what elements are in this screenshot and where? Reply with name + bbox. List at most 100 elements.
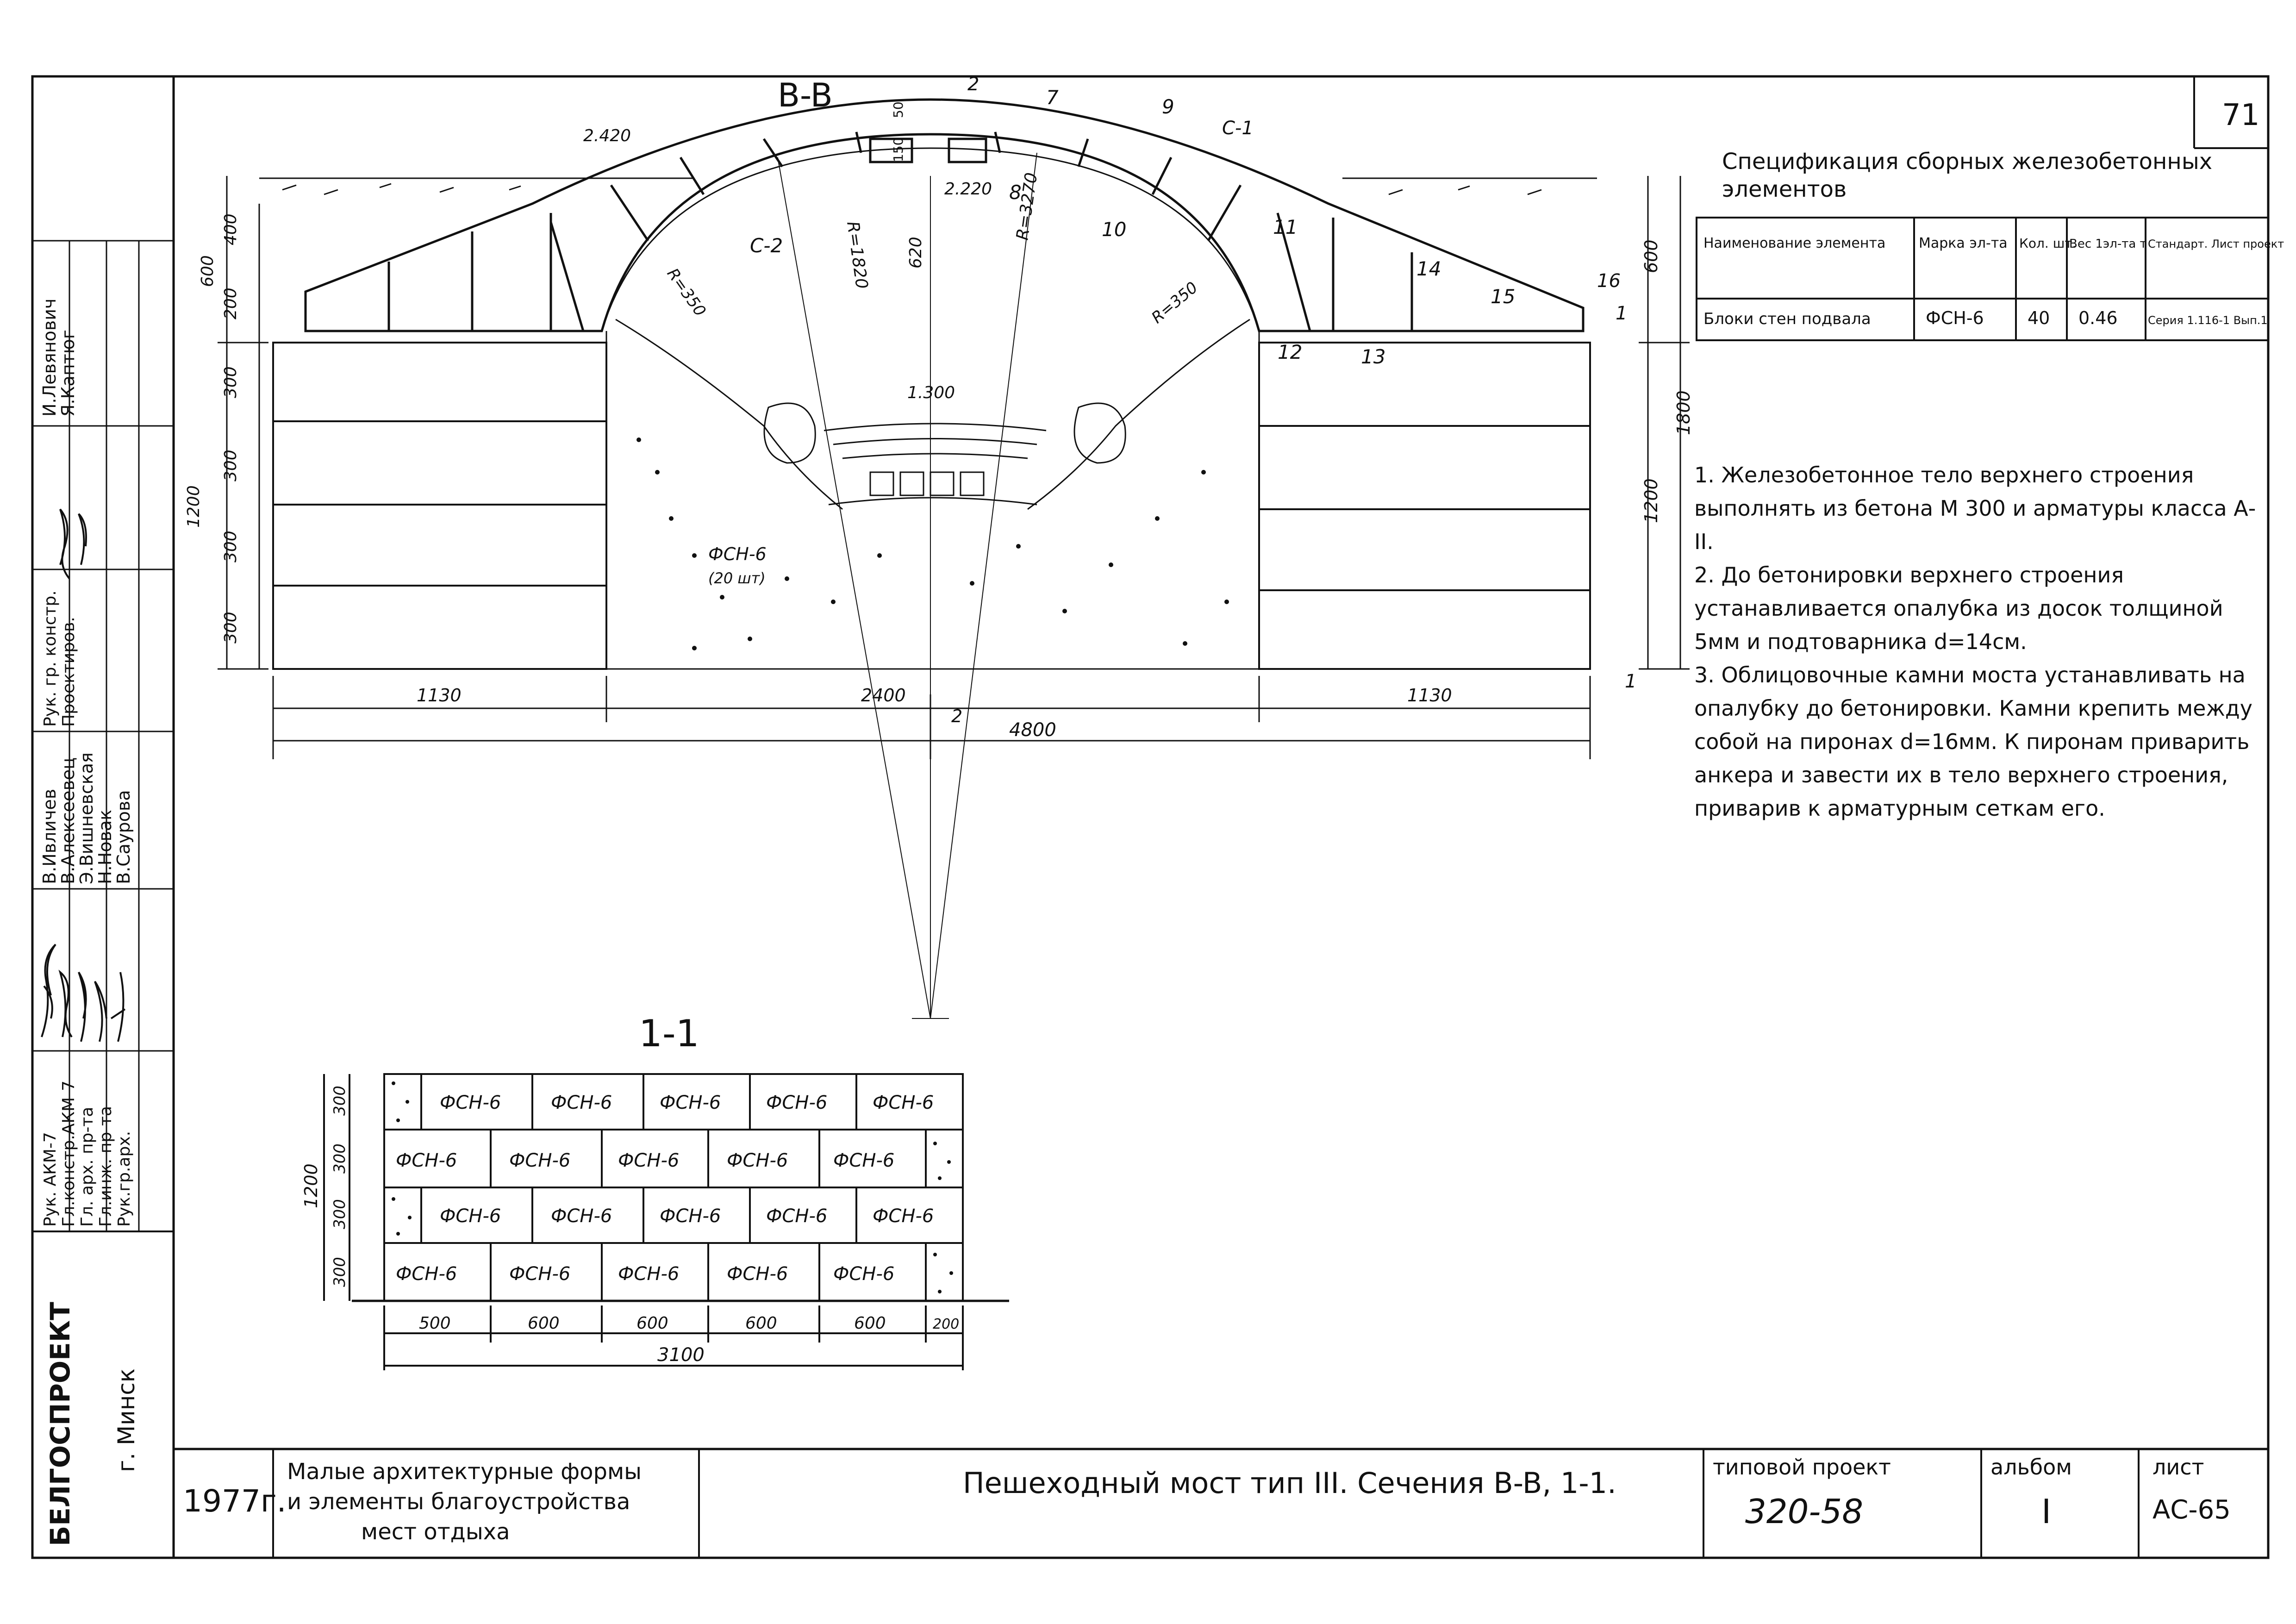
tb-album-label: альбом [1990,1455,2072,1480]
staff-role: Гл. арх. пр-та [78,1107,97,1227]
dim-left: 1200 [184,485,203,528]
callout: С-2 [750,234,783,257]
fill-label: ФСН-6 [708,544,767,564]
wall-block-label: ФСН-6 [396,1150,457,1171]
radius-label: R=1820 [843,220,871,290]
callout: 2 [951,706,962,726]
tb-year: 1977г. [183,1483,287,1519]
bridge-superstructure [304,98,1585,332]
dim-col: 500 [419,1314,451,1333]
wall-block-label: ФСН-6 [551,1206,612,1227]
tb-project-value: 320-58 [1745,1492,1863,1531]
wall-block-label: ФСН-6 [727,1150,788,1171]
dim-left: 300 [221,531,240,562]
spec-cell: 40 [2028,308,2050,328]
dim-left: 300 [221,612,240,643]
signatures [41,508,126,1042]
callout: 11 [1273,216,1298,238]
wall-block-label: ФСН-6 [440,1092,501,1113]
wall-block-label: ФСН-6 [660,1092,721,1113]
tb-theme-line1: Малые архитектурные формы [287,1459,642,1485]
wall-block-label: ФСН-6 [396,1263,457,1285]
wall-block-label: ФСН-6 [766,1092,827,1113]
staff-name: И.Левянович [39,299,60,417]
staff-name: Э.Вишневская [76,752,97,884]
abutment-left [272,342,607,670]
spec-title-line1: Спецификация сборных железобетонных [1722,149,2212,175]
arch-fill [605,319,1260,670]
dim-total: 3100 [657,1344,705,1366]
org-name: БЕЛГОСПРОЕКТ [44,1302,76,1546]
spec-header: Марка эл-та [1919,235,2008,251]
spec-table [1696,217,2269,341]
dim-left: 300 [221,450,240,481]
callout: 16 [1597,270,1621,292]
callout: 14 [1416,257,1441,280]
staff-name: Н.Новак [95,810,115,884]
wall-block-label: ФСН-6 [873,1092,934,1113]
callout: 9 [1162,95,1174,118]
tb-theme-line3: мест отдыха [361,1519,510,1545]
dim-right: 1800 [1673,390,1694,435]
section-11-fill-dots [392,1081,953,1293]
dim-bottom: 1130 [417,685,462,706]
staff-role: Гл.инж. пр-та [96,1106,115,1227]
dim-bottom: 1130 [1407,685,1452,706]
radius-label: R=350 [1148,278,1201,327]
dim-top: 50 [891,101,906,118]
wall-block-label: ФСН-6 [440,1206,501,1227]
callout: 7 [1046,86,1059,109]
dim-top: 150 [891,137,906,162]
tb-sheet-label: лист [2152,1455,2204,1480]
wall-block-label: ФСН-6 [618,1150,679,1171]
staff-name: В.Саурова [113,790,134,884]
spec-cell: ФСН-6 [1926,308,1984,328]
tb-drawing-title: Пешеходный мост тип III. Сечения B-B, 1-… [963,1466,1616,1500]
sheet-number: 71 [2222,98,2259,132]
staff-role: Проектиров. [59,617,78,727]
wall-block-label: ФСН-6 [660,1206,721,1227]
dim-row: 300 [331,1086,349,1116]
wall-block-label: ФСН-6 [509,1263,570,1285]
staff-role: Рук.гр.арх. [115,1131,134,1227]
staff-role: Гл.констр.АКМ-7 [59,1081,78,1227]
staff-names: В.Ивличев В.Алексеевец Э.Вишневская Н.Но… [39,299,134,884]
staff-role: Рук. АКМ-7 [41,1132,60,1227]
dim-row: 300 [331,1257,349,1287]
spec-header: Кол. шт. [2019,236,2077,251]
dim-top: 200 [221,287,240,319]
wall-block-label: ФСН-6 [766,1206,827,1227]
ground-hatch [259,177,1597,195]
wall-block-label: ФСН-6 [551,1092,612,1113]
spec-header: Стандарт. Лист проект [2148,237,2284,250]
staff-grid [32,240,174,1232]
spec-title-line2: элементов [1722,176,1847,202]
section-11-dims: 300 300 300 300 1200 500 600 600 600 600… [301,1086,959,1366]
dim-right: 600 [1641,239,1661,273]
fill-count: (20 шт) [708,569,766,587]
staff-name: В.Ивличев [39,789,60,884]
wall-block-label: ФСН-6 [833,1263,894,1285]
wall-block-label: ФСН-6 [727,1263,788,1285]
wall-block-label: ФСН-6 [873,1206,934,1227]
staff-role: Рук. гр. констр. [41,590,60,727]
dim-bottom: 2400 [861,685,906,706]
radius-label: R=350 [663,265,710,320]
spec-cell: Блоки стен подвала [1703,310,1871,328]
org-city: г. Минск [113,1368,140,1472]
section-11-title: 1-1 [639,1012,699,1055]
sheet-frame [31,75,2270,1559]
dim-col: 200 [933,1316,959,1332]
dim-top: 620 [906,237,925,269]
dim-top: 400 [221,213,240,245]
callout: 10 [1102,218,1126,241]
dim-col: 600 [528,1314,560,1333]
elevation-mark: 2.420 [583,126,631,145]
staff-name: Я.Каптюг [58,330,78,417]
dim-col: 600 [636,1314,668,1333]
abutment-right [1258,342,1591,670]
note-item: 2. До бетонировки верхнего строения уста… [1694,562,2223,654]
dim-row: 300 [331,1143,349,1174]
